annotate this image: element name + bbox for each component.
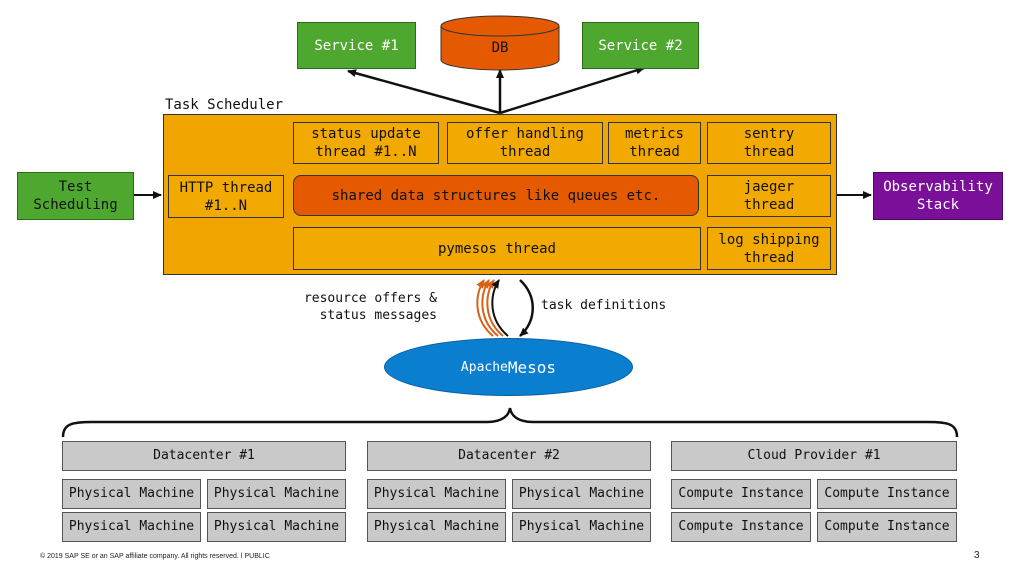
resource-offers-label: resource offers & status messages <box>303 291 437 323</box>
observability-stack-box: Observability Stack <box>873 172 1003 220</box>
dc1-node: Physical Machine <box>207 479 346 509</box>
datacenter-2-title: Datacenter #2 <box>367 441 651 471</box>
dc2-node: Physical Machine <box>512 479 651 509</box>
metrics-thread-box: metrics thread <box>608 122 701 164</box>
cloud-node: Compute Instance <box>817 479 957 509</box>
apache-mesos-ellipse: Apache Mesos <box>384 338 633 396</box>
service2-box: Service #2 <box>582 22 699 69</box>
pymesos-thread-box: pymesos thread <box>293 227 701 270</box>
http-thread-box: HTTP thread #1..N <box>168 175 284 218</box>
dc1-node: Physical Machine <box>62 479 201 509</box>
arrow-to-service1 <box>347 69 501 115</box>
dc2-node: Physical Machine <box>367 479 506 509</box>
test-scheduling-box: Test Scheduling <box>17 172 134 220</box>
cloud-node: Compute Instance <box>671 512 811 542</box>
page-number: 3 <box>974 550 980 561</box>
cloud-node: Compute Instance <box>671 479 811 509</box>
curly-brace <box>61 407 959 438</box>
log-shipping-thread-box: log shipping thread <box>707 227 831 270</box>
shared-data-structures-box: shared data structures like queues etc. <box>293 175 699 216</box>
datacenter-1-title: Datacenter #1 <box>62 441 346 471</box>
dc2-node: Physical Machine <box>367 512 506 542</box>
dc1-node: Physical Machine <box>207 512 346 542</box>
sentry-thread-box: sentry thread <box>707 122 831 164</box>
cloud-node: Compute Instance <box>817 512 957 542</box>
mesos-label-small: Apache <box>460 359 508 375</box>
mesos-label-big: Mesos <box>507 357 557 377</box>
arrow-task-definitions <box>519 279 534 337</box>
cloud-provider-1-title: Cloud Provider #1 <box>671 441 957 471</box>
status-update-thread-box: status update thread #1..N <box>293 122 439 164</box>
scheduler-title: Task Scheduler <box>165 97 284 113</box>
arrow-resource-offers-4 <box>491 279 509 337</box>
jaeger-thread-box: jaeger thread <box>707 175 831 217</box>
task-definitions-label: task definitions <box>541 298 667 313</box>
db-label: DB <box>491 40 509 56</box>
copyright-footer: © 2019 SAP SE or an SAP affiliate compan… <box>40 553 270 560</box>
dc2-node: Physical Machine <box>512 512 651 542</box>
dc1-node: Physical Machine <box>62 512 201 542</box>
offer-handling-thread-box: offer handling thread <box>447 122 603 164</box>
service1-box: Service #1 <box>297 22 416 69</box>
arrow-to-service2 <box>499 66 645 115</box>
